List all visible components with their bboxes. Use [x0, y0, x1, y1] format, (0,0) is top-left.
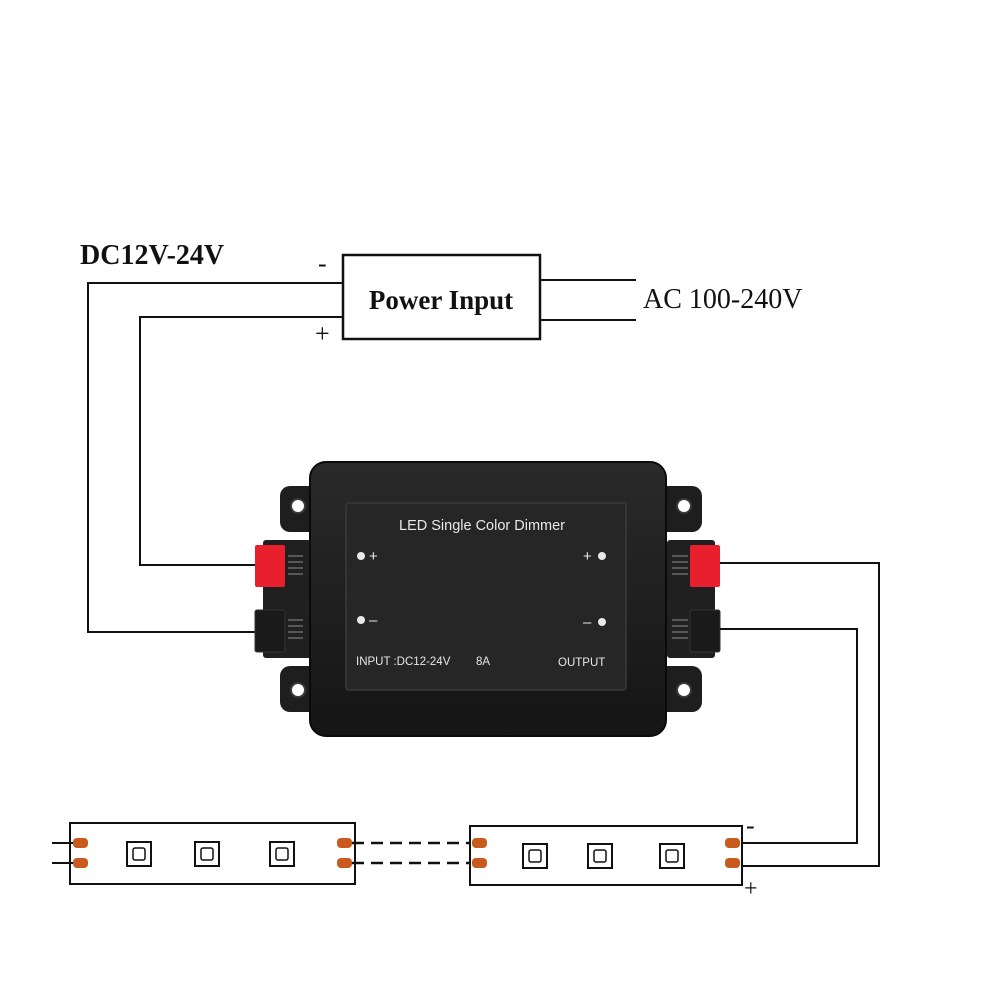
input-plus-dot	[357, 552, 365, 560]
led-chip	[659, 843, 685, 869]
led-chip	[587, 843, 613, 869]
strip-connection-dashes	[352, 841, 472, 865]
negative-input-wire	[87, 282, 343, 633]
output-plus-label: +	[583, 548, 592, 565]
strip-left-pad	[73, 858, 88, 868]
power-input-box	[341, 253, 542, 341]
output-wires	[720, 562, 880, 867]
strip-right-pad	[725, 858, 740, 868]
power-input-label: Power Input	[369, 285, 513, 315]
output-plus-dot	[598, 552, 606, 560]
input-plus-label: +	[369, 548, 378, 565]
led-strip-left	[52, 822, 356, 885]
positive-input-wire	[139, 316, 343, 566]
input-minus-dot	[357, 616, 365, 624]
mounting-holes	[290, 498, 692, 698]
strip-left-pad	[337, 838, 352, 848]
dimmer-unit: LED Single Color Dimmer + – + – INPUT :D…	[254, 461, 721, 737]
input-positive-terminal	[255, 545, 285, 587]
output-minus-dot	[598, 618, 606, 626]
dc-voltage-label: DC12V-24V	[80, 240, 224, 271]
led-chip	[522, 843, 548, 869]
input-minus-label: –	[369, 612, 378, 629]
output-label: OUTPUT	[558, 657, 605, 669]
dimmer-title: LED Single Color Dimmer	[399, 518, 565, 534]
strip-left-pad	[337, 858, 352, 868]
strip-left-pad	[73, 838, 88, 848]
strip-right-pad	[472, 858, 487, 868]
output-positive-terminal	[690, 545, 720, 587]
power-supply: Power Input AC 100-240V DC12V-24V - +	[80, 240, 802, 348]
psu-minus-sign: -	[318, 249, 327, 278]
output-negative-terminal	[689, 609, 721, 653]
psu-plus-sign: +	[315, 319, 330, 348]
negative-output-wire	[720, 628, 858, 844]
led-chip	[194, 841, 220, 867]
current-rating-label: 8A	[476, 656, 490, 668]
strip-plus-sign: +	[744, 876, 758, 902]
dimmer-label-panel	[345, 502, 627, 691]
positive-output-wire	[720, 562, 880, 867]
led-chip	[126, 841, 152, 867]
output-minus-label: –	[583, 614, 592, 631]
strip-minus-sign: -	[746, 811, 755, 840]
input-negative-terminal	[254, 609, 286, 653]
led-strip-right: - +	[469, 811, 758, 902]
led-chip	[269, 841, 295, 867]
input-terminal-block	[254, 540, 311, 658]
input-wires	[87, 282, 343, 633]
output-terminal-block	[667, 540, 721, 658]
ac-voltage-label: AC 100-240V	[643, 284, 802, 315]
strip-right-pad	[472, 838, 487, 848]
strip-right-pad	[725, 838, 740, 848]
input-rating-label: INPUT :DC12-24V	[356, 656, 451, 668]
